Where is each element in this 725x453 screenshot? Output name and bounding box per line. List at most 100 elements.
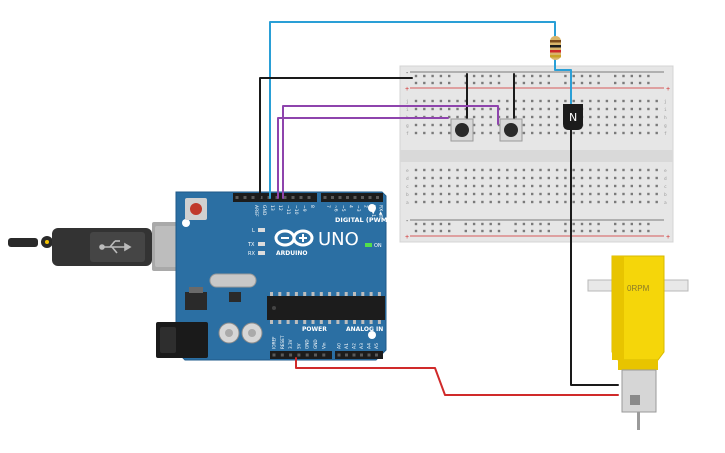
- terminal-hole[interactable]: [547, 200, 550, 204]
- terminal-hole[interactable]: [531, 99, 534, 103]
- rail-hole[interactable]: [531, 222, 534, 226]
- terminal-hole[interactable]: [497, 176, 501, 180]
- terminal-hole[interactable]: [439, 107, 443, 111]
- terminal-hole[interactable]: [506, 200, 509, 204]
- terminal-hole[interactable]: [572, 184, 575, 188]
- push-button-1[interactable]: [450, 118, 474, 142]
- terminal-hole[interactable]: [456, 107, 459, 111]
- wire-cyan-pin12-to-resistor[interactable]: [269, 21, 556, 199]
- terminal-hole[interactable]: [423, 192, 426, 196]
- terminal-hole[interactable]: [647, 107, 650, 111]
- pin-hole[interactable]: [337, 353, 341, 357]
- terminal-hole[interactable]: [647, 168, 650, 172]
- rail-hole[interactable]: [597, 81, 600, 85]
- rail-hole[interactable]: [547, 81, 550, 85]
- rail-hole[interactable]: [448, 81, 451, 85]
- terminal-hole[interactable]: [638, 115, 642, 119]
- terminal-hole[interactable]: [472, 123, 476, 127]
- terminal-hole[interactable]: [597, 176, 600, 180]
- pin-hole[interactable]: [367, 353, 371, 357]
- rail-hole[interactable]: [431, 81, 434, 85]
- terminal-hole[interactable]: [580, 200, 584, 204]
- terminal-hole[interactable]: [531, 107, 534, 111]
- terminal-hole[interactable]: [456, 184, 459, 188]
- terminal-hole[interactable]: [555, 192, 559, 196]
- rail-hole[interactable]: [531, 229, 534, 233]
- terminal-hole[interactable]: [522, 176, 526, 180]
- terminal-hole[interactable]: [472, 107, 476, 111]
- rail-hole[interactable]: [564, 229, 567, 233]
- terminal-hole[interactable]: [431, 123, 434, 127]
- push-button-1-cap[interactable]: [455, 123, 469, 137]
- terminal-hole[interactable]: [481, 99, 484, 103]
- terminal-hole[interactable]: [555, 200, 559, 204]
- terminal-hole[interactable]: [439, 131, 443, 135]
- resistor[interactable]: [550, 36, 561, 60]
- terminal-hole[interactable]: [564, 184, 567, 188]
- terminal-hole[interactable]: [448, 176, 451, 180]
- pin-hole[interactable]: [375, 353, 378, 357]
- rail-hole[interactable]: [597, 222, 600, 226]
- rail-hole[interactable]: [572, 74, 575, 78]
- terminal-hole[interactable]: [572, 131, 575, 135]
- terminal-hole[interactable]: [638, 176, 642, 180]
- terminal-hole[interactable]: [655, 123, 658, 127]
- terminal-hole[interactable]: [497, 99, 501, 103]
- terminal-hole[interactable]: [614, 115, 617, 119]
- terminal-hole[interactable]: [414, 200, 418, 204]
- rail-hole[interactable]: [514, 74, 517, 78]
- rail-hole[interactable]: [514, 81, 517, 85]
- terminal-hole[interactable]: [647, 131, 650, 135]
- terminal-hole[interactable]: [531, 184, 534, 188]
- terminal-hole[interactable]: [638, 107, 642, 111]
- terminal-hole[interactable]: [555, 107, 559, 111]
- terminal-hole[interactable]: [589, 184, 592, 188]
- terminal-hole[interactable]: [539, 192, 542, 196]
- terminal-hole[interactable]: [638, 123, 642, 127]
- terminal-hole[interactable]: [497, 200, 501, 204]
- rail-hole[interactable]: [497, 229, 501, 233]
- pin-hole[interactable]: [323, 196, 327, 199]
- rail-hole[interactable]: [547, 74, 550, 78]
- terminal-hole[interactable]: [522, 115, 526, 119]
- npn-transistor[interactable]: N: [563, 104, 583, 130]
- terminal-hole[interactable]: [580, 184, 584, 188]
- terminal-hole[interactable]: [614, 123, 617, 127]
- terminal-hole[interactable]: [506, 115, 509, 119]
- terminal-hole[interactable]: [472, 200, 476, 204]
- rail-hole[interactable]: [423, 222, 426, 226]
- pin-hole[interactable]: [305, 353, 309, 357]
- rail-hole[interactable]: [472, 229, 476, 233]
- terminal-hole[interactable]: [448, 200, 451, 204]
- rail-hole[interactable]: [522, 222, 526, 226]
- terminal-hole[interactable]: [614, 99, 617, 103]
- terminal-hole[interactable]: [614, 200, 617, 204]
- terminal-hole[interactable]: [522, 192, 526, 196]
- terminal-hole[interactable]: [622, 168, 625, 172]
- rail-hole[interactable]: [431, 74, 434, 78]
- terminal-hole[interactable]: [489, 184, 492, 188]
- rail-hole[interactable]: [589, 222, 592, 226]
- terminal-hole[interactable]: [638, 131, 642, 135]
- terminal-hole[interactable]: [472, 176, 476, 180]
- rail-hole[interactable]: [472, 222, 476, 226]
- terminal-hole[interactable]: [531, 115, 534, 119]
- terminal-hole[interactable]: [439, 184, 443, 188]
- terminal-hole[interactable]: [630, 168, 633, 172]
- terminal-hole[interactable]: [472, 192, 476, 196]
- rail-hole[interactable]: [622, 229, 625, 233]
- terminal-hole[interactable]: [597, 192, 600, 196]
- pin-hole[interactable]: [360, 353, 363, 357]
- terminal-hole[interactable]: [464, 107, 467, 111]
- terminal-hole[interactable]: [622, 99, 625, 103]
- terminal-hole[interactable]: [423, 99, 426, 103]
- rail-hole[interactable]: [489, 229, 492, 233]
- rail-hole[interactable]: [481, 222, 484, 226]
- dc-gear-motor[interactable]: 0RPM: [587, 255, 689, 430]
- terminal-hole[interactable]: [514, 184, 517, 188]
- terminal-hole[interactable]: [456, 176, 459, 180]
- terminal-hole[interactable]: [655, 168, 658, 172]
- terminal-hole[interactable]: [547, 184, 550, 188]
- terminal-hole[interactable]: [431, 200, 434, 204]
- rail-hole[interactable]: [531, 74, 534, 78]
